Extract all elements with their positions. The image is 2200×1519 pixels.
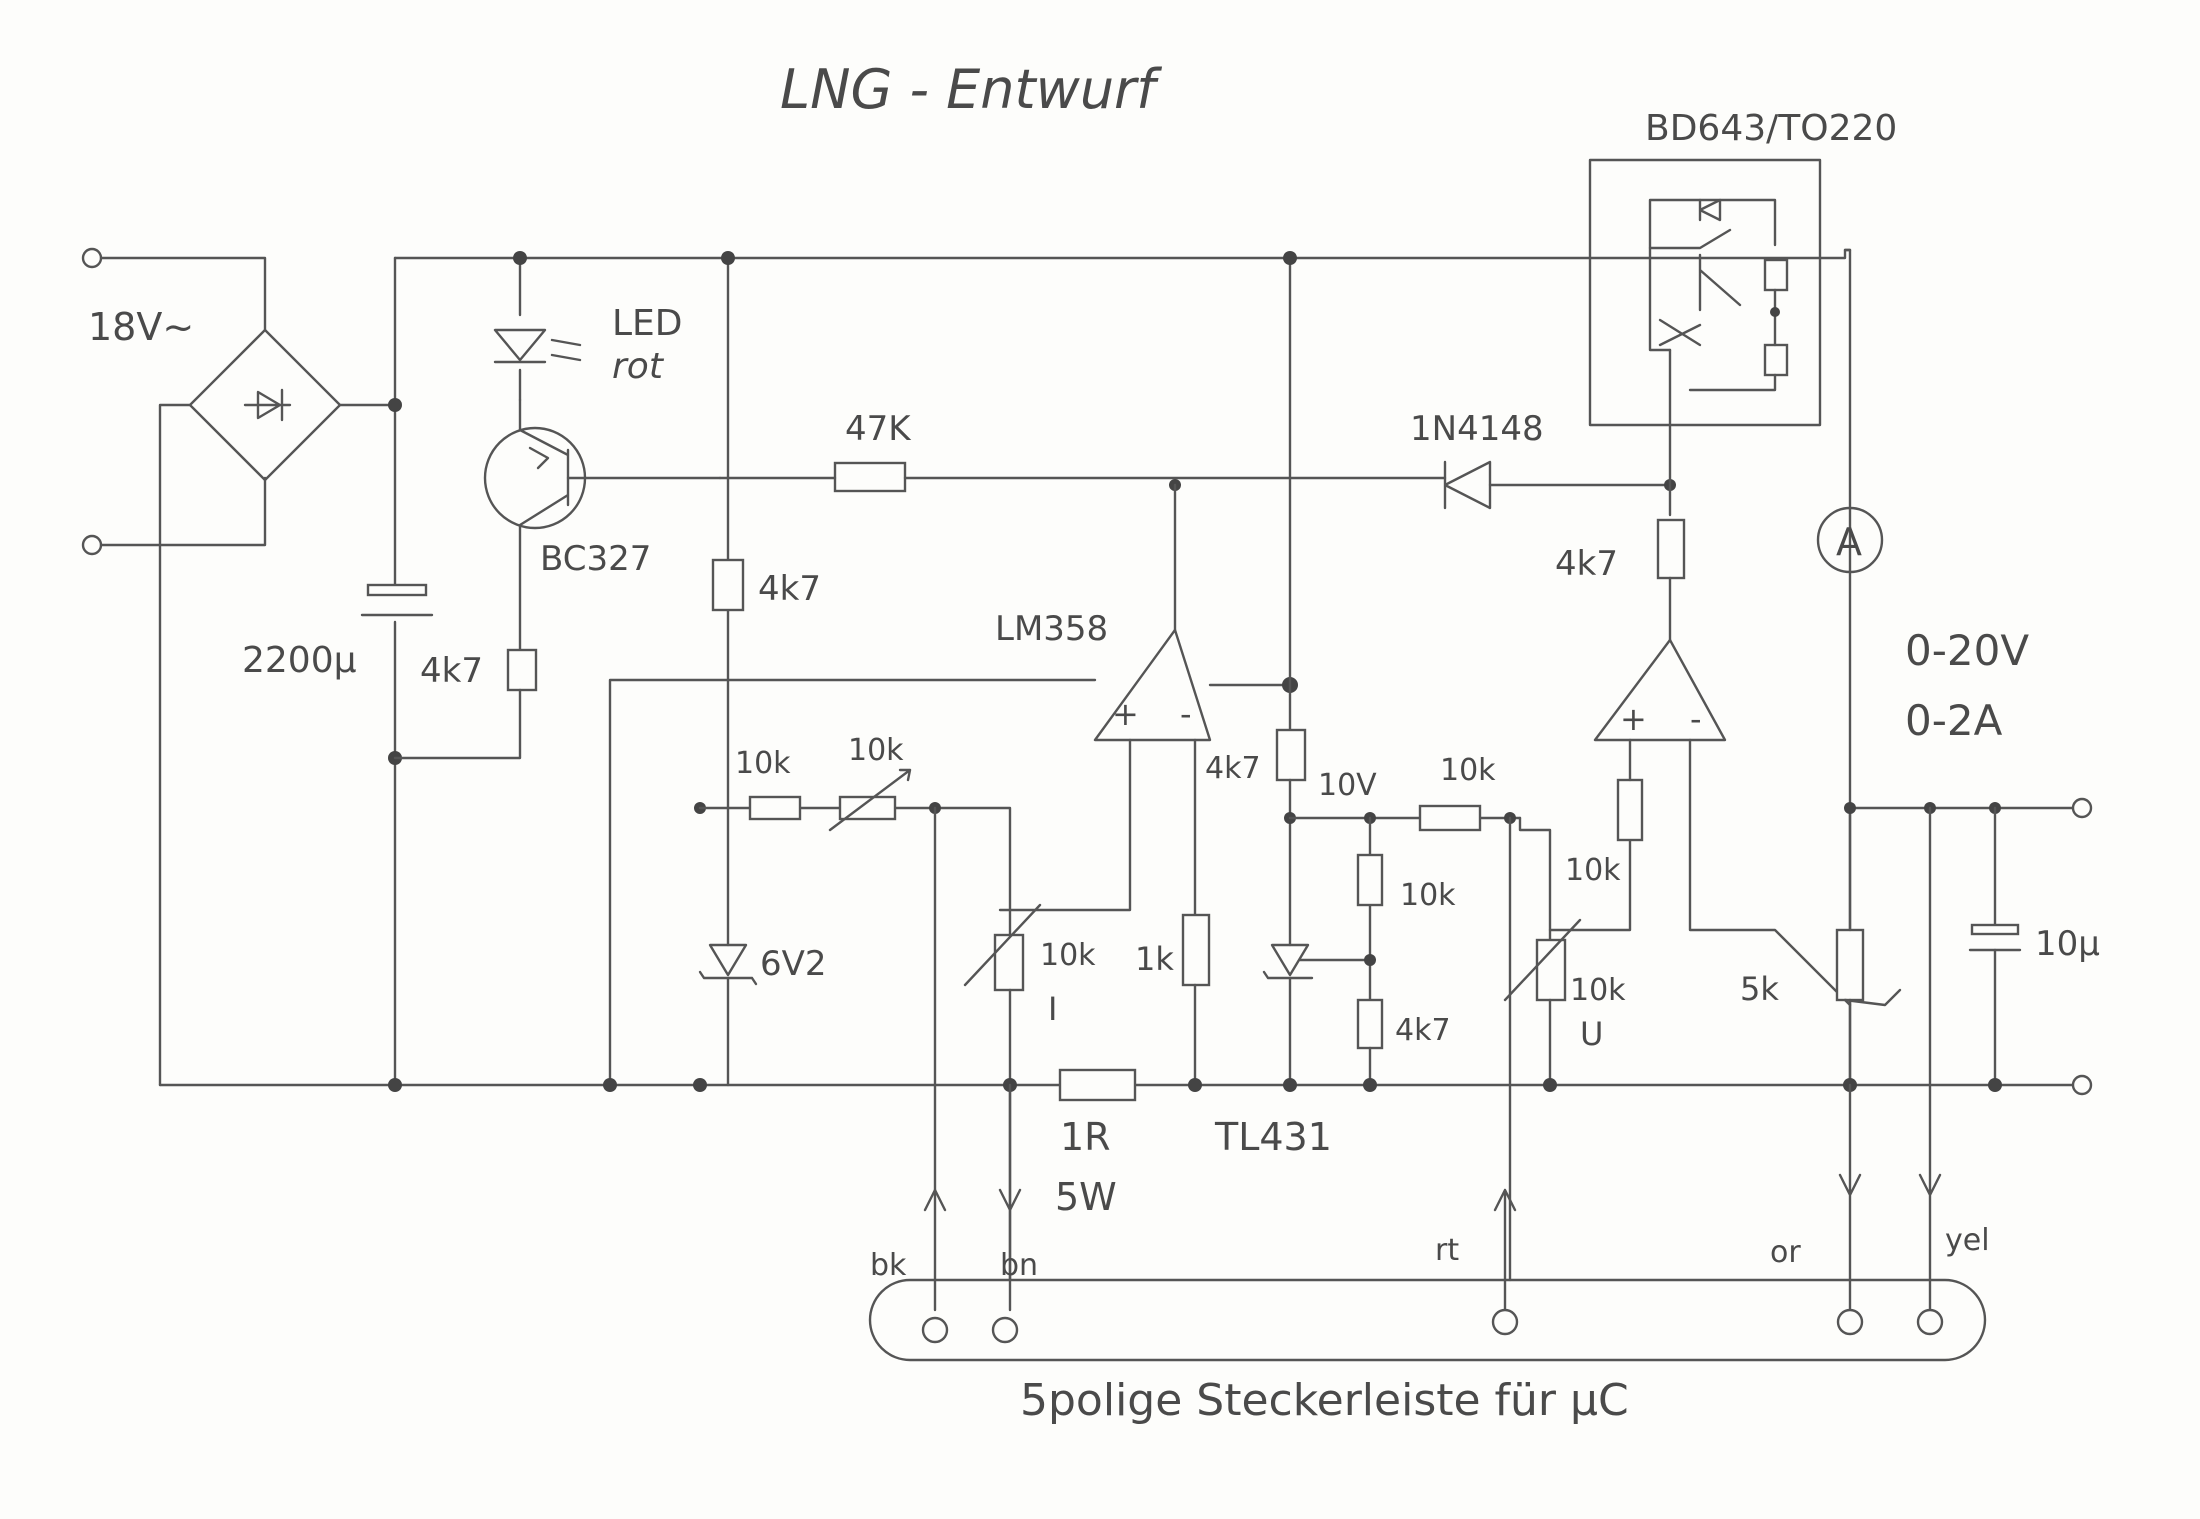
resistor-47k: 47K [718,409,1447,493]
zener-label: 6V2 [760,944,827,984]
connector-5pin: 5polige Steckerleiste für µC [868,1278,1987,1426]
resistor-ref-label: 10k [735,746,791,781]
main-capacitor: 2200µ [242,403,434,1087]
input-voltage-label: 18V~ [88,305,194,349]
resistor-10k-vert-label: 10k [1400,878,1456,913]
pot-5k: 5k [1740,806,1902,1087]
pot-voltage: 10k U [1503,918,1626,1087]
positive-rail [393,248,1852,260]
resistor-10k-top: 10k [1418,753,1496,832]
pot-u-label: 10k [1570,973,1626,1008]
resistor-driver-4k7: 4k7 [1555,518,1686,642]
pot-ref-label: 10k [848,733,904,768]
pin-rt [1491,1308,1519,1336]
shunt-power-label: 5W [1055,1175,1117,1219]
pot-i-name: I [1048,990,1057,1028]
ammeter-label: A [1836,520,1862,564]
opamp-lm358-voltage: + - [1593,638,1852,1007]
pot-current: 10k I [963,903,1096,1282]
input-terminal-bottom [81,534,103,556]
pot-u-name: U [1580,1015,1603,1053]
input-terminal-top [81,247,103,269]
tl431-label: TL431 [1214,1115,1332,1159]
led-color-label: rot [612,346,665,387]
zener-branch: 4k7 6V2 [698,256,827,1087]
wire-rt-label: rt [1435,1233,1459,1268]
resistor-base-label: 4k7 [420,651,483,691]
opamp-minus-left: - [1180,695,1192,733]
opamp-minus-right: - [1690,700,1702,738]
resistor-10k-vertical: 10k [1356,816,1456,1002]
ref-voltage-label: 10V [1318,768,1377,803]
chain-resistor-label: 4k7 [758,569,821,609]
connector-label: 5polige Steckerleiste für µC [1020,1375,1629,1426]
resistor-tl431-label: 4k7 [1205,751,1261,786]
bc327-label: BC327 [540,539,651,579]
ammeter: A [1816,506,1884,574]
resistor-10k-top-label: 10k [1440,753,1496,788]
output-section: 0-20V 0-2A [1844,626,2093,1096]
resistor-tl431-4k7: 4k7 [1205,728,1307,947]
output-terminal-positive [2071,797,2093,819]
shunt-label: 1R [1060,1115,1111,1159]
pot-5k-label: 5k [1740,970,1779,1008]
output-current-label: 0-2A [1905,696,2003,745]
tl431-reference: TL431 [1214,943,1372,1159]
resistor-base-4k7: 4k7 [393,648,538,760]
output-voltage-label: 0-20V [1905,626,2029,675]
resistor-4k7-bottom: 4k7 [1356,998,1451,1087]
opamp-label: LM358 [995,609,1108,649]
pot-i-label: 10k [1040,938,1096,973]
reference-divider: 10k 10k [698,733,1012,1282]
resistor-10k-u-label: 10k [1565,853,1621,888]
opamp-plus-right: + [1620,700,1647,738]
main-capacitor-label: 2200µ [242,640,357,681]
pin-or [1836,1308,1864,1336]
wire-bn-label: bn [1000,1248,1038,1283]
diode-1n4148: 1N4148 [1410,409,1672,510]
resistor-10k-u: 10k [1548,738,1644,932]
led-indicator: LED rot [493,256,683,402]
opamp-lm358-current: + - LM358 [995,483,1212,917]
bd643-label: BD643/TO220 [1645,108,1897,149]
resistor-4k7-bottom-label: 4k7 [1395,1013,1451,1048]
pin-bk [921,1316,949,1344]
ac-input: 18V~ [81,247,267,556]
shunt-resistor: 1R 5W [1055,1068,1137,1219]
output-capacitor: 10µ [1968,806,2100,1087]
led-label: LED [612,303,683,344]
wire-or-label: or [1770,1235,1801,1270]
resistor-47k-label: 47K [845,409,912,449]
resistor-driver-label: 4k7 [1555,544,1618,584]
pin-bn [991,1316,1019,1344]
bd643-package: BD643/TO220 [1588,108,1897,517]
wire-yel-label: yel [1945,1223,1990,1258]
opamp-plus-left: + [1112,695,1139,733]
output-capacitor-label: 10µ [2035,924,2100,964]
bridge-rectifier [158,328,397,1087]
resistor-1k: 1k [1135,913,1211,1087]
diagram-title: LNG - Entwurf [780,58,1162,121]
wire-bk-label: bk [870,1248,907,1283]
output-terminal-ground [2071,1074,2093,1096]
bc327-transistor: BC327 [483,398,722,652]
connector-wires: bk bn rt or yel [870,806,1990,1312]
resistor-1k-label: 1k [1135,940,1174,978]
pin-yel [1916,1308,1944,1336]
diode-label: 1N4148 [1410,409,1544,449]
